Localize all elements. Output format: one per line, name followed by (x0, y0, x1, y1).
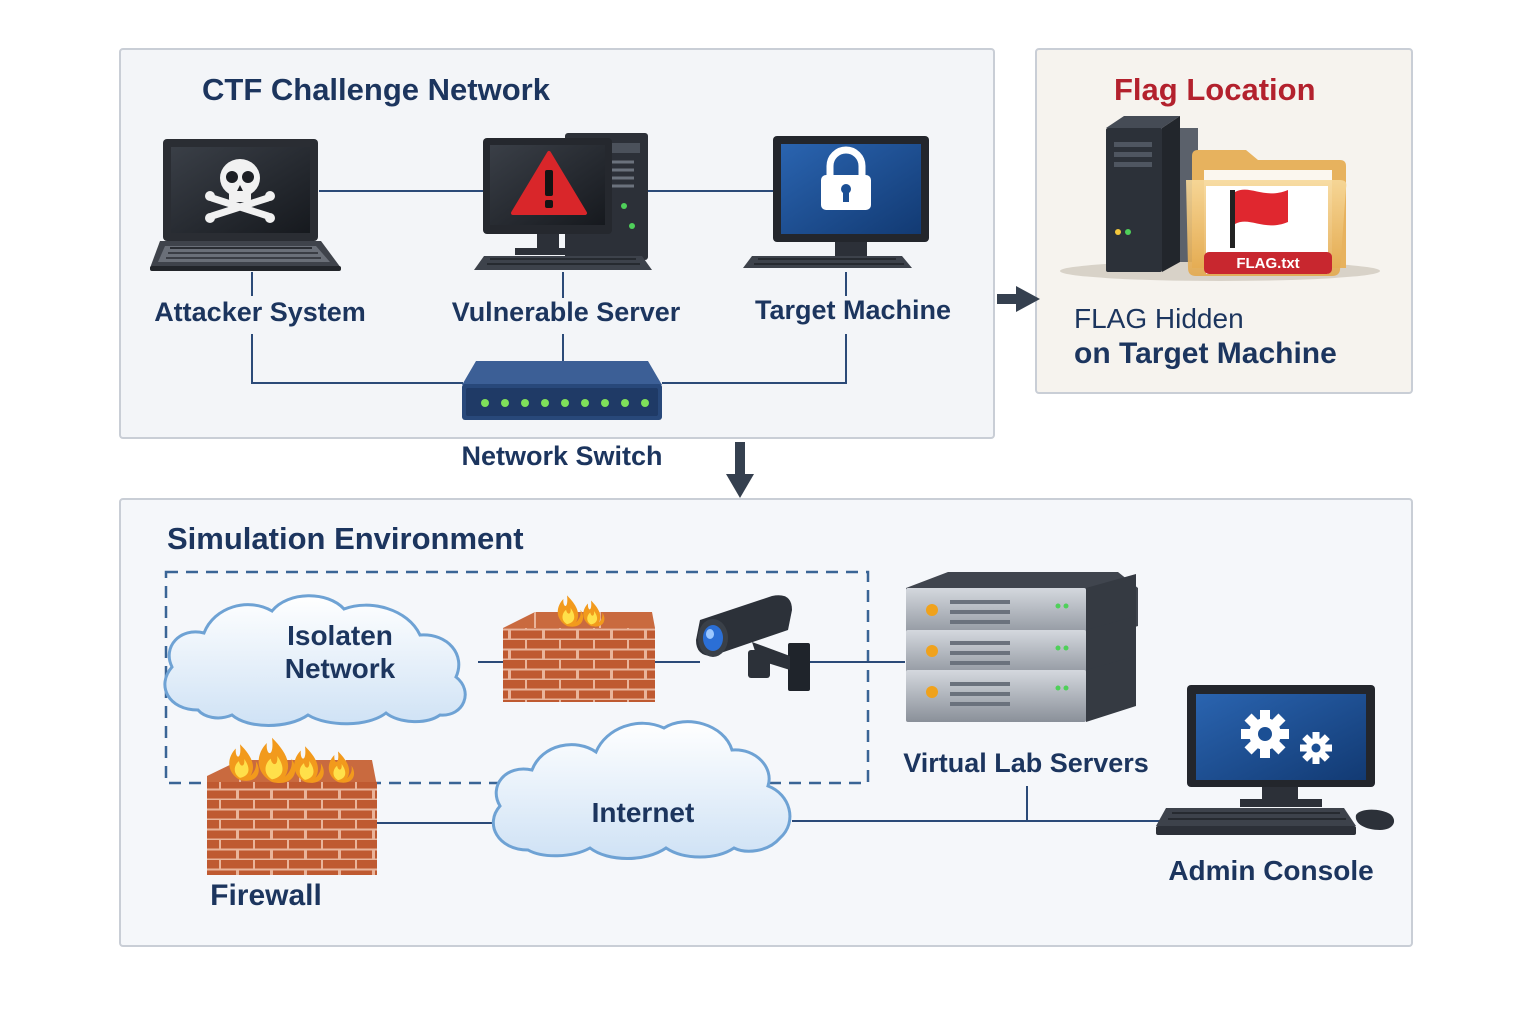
target-machine-label: Target Machine (754, 295, 952, 325)
flag-note-line1: FLAG Hidden (1074, 303, 1244, 334)
isolated-network-label-line2: Network (284, 653, 396, 684)
isolated-network-label-line1: Isolaten (287, 620, 393, 651)
vulnerable-server-label: Vulnerable Server (451, 297, 681, 327)
attacker-system-label: Attacker System (154, 297, 366, 327)
monitor-icon (1156, 685, 1395, 835)
cloud-icon (163, 594, 467, 727)
flag-file-label: FLAG.txt (1236, 255, 1300, 272)
flag-panel-title: Flag Location (1114, 72, 1316, 107)
network-switch-label: Network Switch (461, 441, 663, 471)
sim-connectors (377, 661, 1160, 824)
security-camera-icon (696, 595, 810, 691)
firewall-label: Firewall (210, 879, 322, 912)
lock-icon (821, 146, 871, 210)
server-rack-icon (906, 572, 1138, 722)
skull-icon (205, 159, 275, 223)
flag-icon (1230, 189, 1288, 248)
brick-firewall-icon (503, 612, 655, 702)
switch-icon (462, 361, 662, 420)
admin-console-label: Admin Console (1168, 855, 1374, 886)
arrow-down-icon (726, 442, 754, 498)
warning-icon (511, 151, 587, 215)
ctf-panel-title: CTF Challenge Network (202, 72, 550, 107)
ctf-connectors (251, 190, 847, 384)
internet-label: Internet (591, 797, 695, 828)
cloud-icon (491, 720, 792, 860)
sim-panel-title: Simulation Environment (167, 521, 524, 556)
arrow-right-icon (997, 286, 1040, 312)
flame-icon (557, 595, 605, 627)
flag-note-line2: on Target Machine (1074, 337, 1337, 370)
virtual-lab-servers-label: Virtual Lab Servers (903, 748, 1149, 778)
